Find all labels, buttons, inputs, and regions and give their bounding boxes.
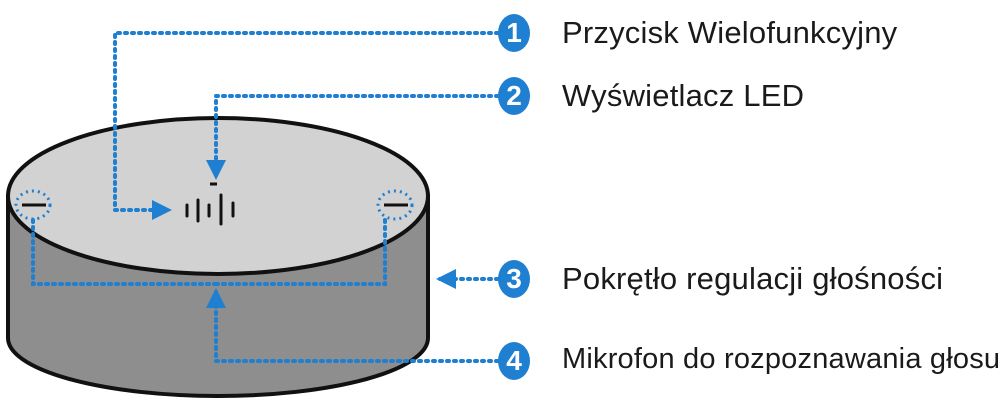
leader-line-1 [113,31,500,220]
callout-label-2: Wyświetlacz LED [562,78,805,113]
mic-connector-line [31,214,387,286]
callout-label-1: Przycisk Wielofunkcyjny [562,15,898,50]
callout-badge-1: 1 [498,14,530,52]
leader-line-4 [206,288,500,363]
callout-label-3: Pokrętło regulacji głośności [562,261,944,296]
callout-badge-2: 2 [498,77,530,115]
left-mic-highlight [14,189,52,221]
callout-label-4: Mikrofon do rozpoznawania głosu [562,343,998,375]
right-mic-highlight [376,189,414,221]
callout-badge-4: 4 [498,342,530,380]
leader-line-2 [206,94,500,180]
callout-badge-3: 3 [498,260,530,298]
multifunction-button-icon [185,193,235,226]
speaker-top [6,116,430,276]
